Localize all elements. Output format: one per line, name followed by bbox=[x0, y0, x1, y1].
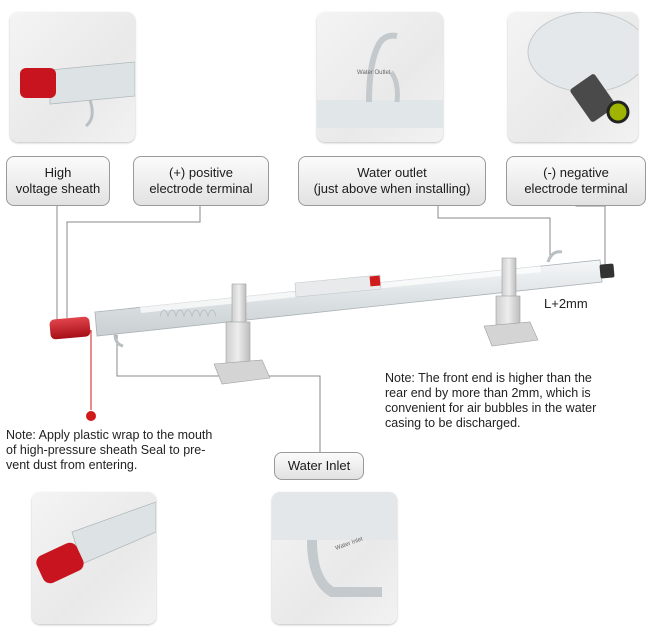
callout-high-voltage-line1: High bbox=[44, 165, 72, 180]
red-indicator-dot bbox=[86, 411, 96, 421]
callout-water-outlet: Water outlet (just above when installing… bbox=[298, 156, 486, 206]
callout-water-outlet-line2: (just above when installing) bbox=[313, 181, 471, 196]
mount-right bbox=[483, 257, 539, 347]
inset-photo-plastic-wrap bbox=[32, 492, 156, 624]
inset-photo-red-cap bbox=[10, 12, 135, 142]
mount-left bbox=[213, 283, 271, 385]
callout-negative-terminal: (-) negative electrode terminal bbox=[506, 156, 646, 206]
connector-positive bbox=[66, 200, 201, 318]
callout-positive-line2: electrode terminal bbox=[149, 181, 253, 196]
callout-negative-line2: electrode terminal bbox=[524, 181, 628, 196]
water-outlet-inset-text: Water Outlet bbox=[357, 70, 391, 76]
inset-photo-water-inlet: Water Inlet bbox=[272, 492, 397, 624]
callout-high-voltage-sheath: High voltage sheath bbox=[6, 156, 110, 206]
callout-water-outlet-line1: Water outlet bbox=[357, 165, 427, 180]
height-offset-label: L+2mm bbox=[544, 296, 588, 311]
connector-water-outlet bbox=[437, 200, 551, 256]
callout-water-inlet-text: Water Inlet bbox=[287, 458, 351, 473]
inset-photo-negative-end bbox=[508, 12, 638, 142]
connector-negative bbox=[575, 200, 606, 268]
callout-negative-line1: (-) negative bbox=[543, 165, 609, 180]
note-plastic-wrap: Note: Apply plastic wrap to the mouth of… bbox=[6, 428, 213, 472]
callout-positive-terminal: (+) positive electrode terminal bbox=[133, 156, 269, 206]
inset-photo-water-outlet: Water Outlet bbox=[317, 12, 443, 142]
callout-high-voltage-line2: voltage sheath bbox=[15, 181, 101, 196]
note-front-end-height: Note: The front end is higher than the r… bbox=[385, 371, 597, 430]
callout-positive-line1: (+) positive bbox=[169, 165, 233, 180]
callout-water-inlet: Water Inlet bbox=[274, 452, 364, 480]
